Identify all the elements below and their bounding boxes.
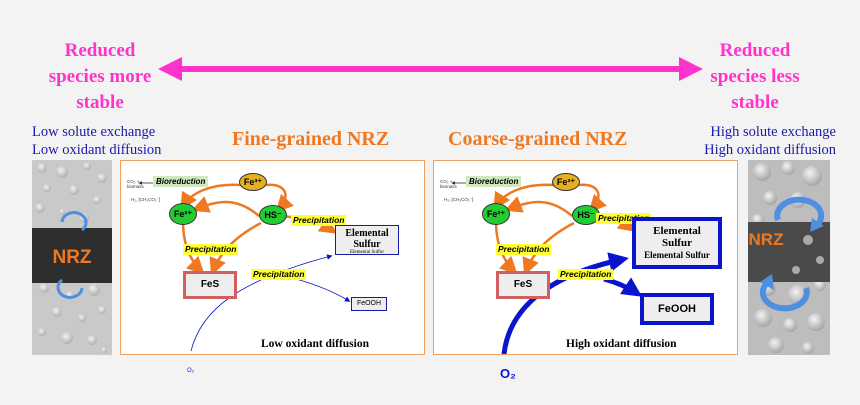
stability-arrow [158, 57, 703, 81]
fine-hs-node: HS⁻ [259, 205, 287, 225]
left-sediment-column [32, 160, 112, 355]
coarse-fe3-node: Fe³⁺ [552, 173, 580, 191]
fine-precip-o2: Precipitation [251, 269, 307, 280]
coarse-precip-o2: Precipitation [558, 269, 614, 280]
coarse-fes-box: FeS [496, 271, 550, 299]
fine-fe3-node: Fe³⁺ [239, 173, 267, 191]
coarse-panel-title: Coarse-grained NRZ [448, 128, 628, 150]
coarse-caption: High oxidant diffusion [566, 338, 677, 350]
coarse-h2-acetate: H₂, [CH₃CO₂⁻] [444, 197, 474, 202]
fine-h2-acetate: H₂, [CH₃CO₂⁻] [131, 197, 161, 202]
coarse-elemental-sulfur-box: Elemental Sulfur Elemental Sulfur [632, 217, 722, 269]
fine-arrows [138, 181, 351, 352]
fine-elemental-sulfur-box: Elemental Sulfur Elemental Sulfur [335, 225, 399, 255]
fine-bioreduction: Bioreduction [153, 176, 209, 187]
right-sediment-column [748, 160, 830, 355]
fine-panel-title: Fine-grained NRZ [232, 128, 390, 150]
fine-fe2-node: Fe²⁺ [169, 203, 197, 225]
fine-o2-label: O₂ [187, 368, 194, 374]
coarse-co2-biomass: CO₂ + biomass [440, 179, 457, 189]
coarse-precip-fe: Precipitation [496, 244, 552, 255]
fine-fes-box: FeS [183, 271, 237, 299]
fine-co2-biomass: CO₂ + biomass [127, 179, 144, 189]
coarse-panel: CO₂ + biomass H₂, [CH₃CO₂⁻] Bioreduction… [433, 160, 738, 355]
fine-feooh-box: FeOOH [351, 297, 387, 311]
fine-precip-hs: Precipitation [291, 215, 347, 226]
coarse-o2-label: O₂ [500, 366, 516, 381]
coarse-feooh-box: FeOOH [640, 293, 714, 325]
fine-panel: CO₂ + biomass H₂, [CH₃CO₂⁻] Bioreduction… [120, 160, 425, 374]
coarse-precip-hs: Precipitation [596, 213, 652, 224]
fine-caption: Low oxidant diffusion [261, 338, 370, 350]
nrz-label-left: NRZ [52, 247, 92, 268]
fine-precip-fe: Precipitation [183, 244, 239, 255]
coarse-bioreduction: Bioreduction [466, 176, 522, 187]
coarse-fe2-node: Fe²⁺ [482, 203, 510, 225]
nrz-label-right: NRZ [748, 230, 784, 249]
